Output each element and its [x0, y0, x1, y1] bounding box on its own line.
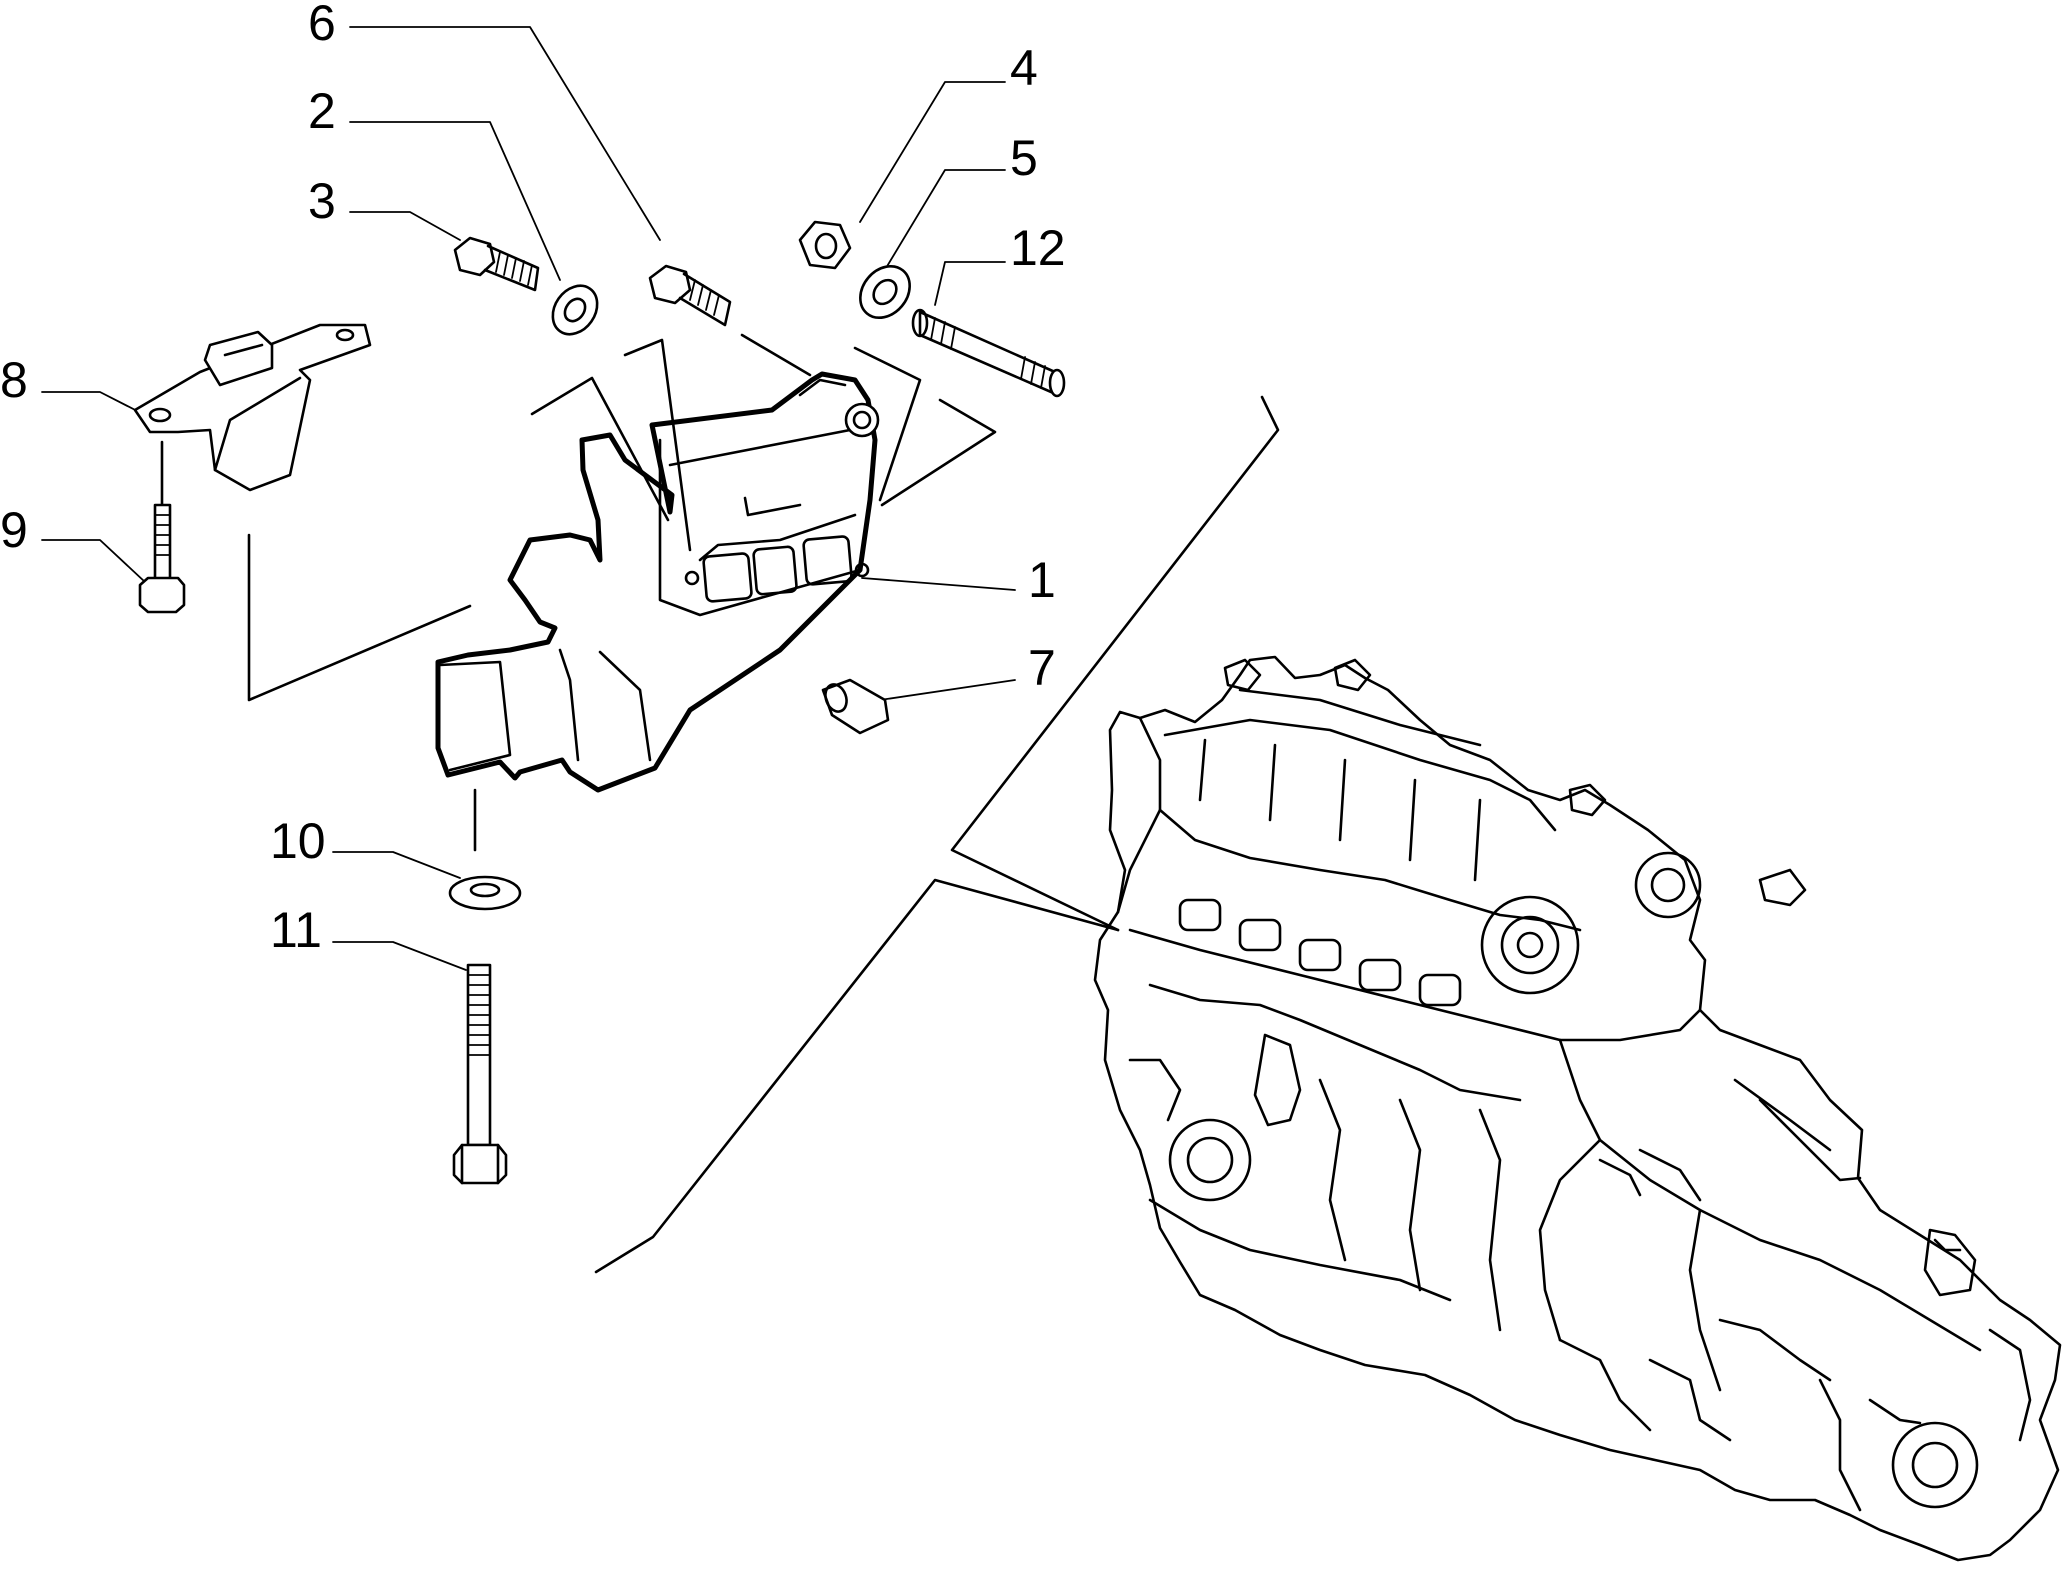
engine-callout-line — [950, 395, 1280, 932]
leader-2 — [349, 121, 561, 281]
leader-6 — [349, 26, 661, 241]
callout-label-4: 4 — [1010, 40, 1038, 96]
leader-11 — [332, 941, 467, 971]
callout-label-5: 5 — [1010, 130, 1038, 186]
leader-12 — [934, 261, 1006, 306]
callout-labels: 6 2 3 4 5 12 8 9 1 7 10 11 — [0, 0, 1066, 958]
leader-5 — [879, 169, 1006, 279]
stud-12-icon — [911, 308, 1066, 398]
callout-label-2: 2 — [308, 83, 336, 139]
leader-1 — [861, 577, 1016, 591]
leader-10 — [332, 851, 461, 879]
bolt-11-icon — [452, 963, 508, 1185]
callout-label-3: 3 — [308, 173, 336, 229]
assembly-lines — [160, 333, 1280, 1274]
bolt-9-icon — [138, 503, 186, 614]
leader-lines — [41, 26, 1016, 971]
callout-label-11: 11 — [270, 902, 322, 958]
bolt-3-icon — [453, 236, 540, 292]
engine-mount-bracket-1-icon — [435, 371, 880, 793]
leader-9 — [41, 539, 146, 583]
washer-10-icon — [448, 875, 522, 911]
washer-5-icon — [859, 265, 911, 319]
assembly-line-bracket-left — [530, 376, 670, 522]
leader-3 — [349, 211, 461, 241]
bracket-8-icon — [133, 323, 372, 492]
assembly-line-bracket-mid — [623, 338, 692, 552]
callout-label-12: 12 — [1010, 220, 1066, 276]
nut-4-icon — [798, 220, 852, 270]
leader-7 — [879, 679, 1016, 701]
callout-label-10: 10 — [270, 813, 326, 869]
leader-8 — [41, 391, 146, 416]
washer-2-icon — [551, 284, 599, 336]
bushing-7-icon — [821, 678, 890, 735]
callout-label-9: 9 — [0, 502, 28, 558]
callout-label-7: 7 — [1028, 640, 1056, 696]
callout-label-6: 6 — [308, 0, 336, 51]
leader-4 — [859, 81, 1006, 223]
assembly-line-stud-12 — [880, 398, 997, 507]
callout-label-1: 1 — [1028, 552, 1056, 608]
engine-assembly-icon — [1093, 655, 2062, 1562]
assembly-line-left-bracket — [247, 533, 472, 702]
bolt-6-icon — [648, 264, 732, 327]
assembly-line-bolt-6 — [740, 333, 812, 377]
callout-label-8: 8 — [0, 352, 28, 408]
engine-callout-line-lower — [594, 878, 1120, 1274]
assembly-line-bracket-right — [853, 346, 922, 502]
